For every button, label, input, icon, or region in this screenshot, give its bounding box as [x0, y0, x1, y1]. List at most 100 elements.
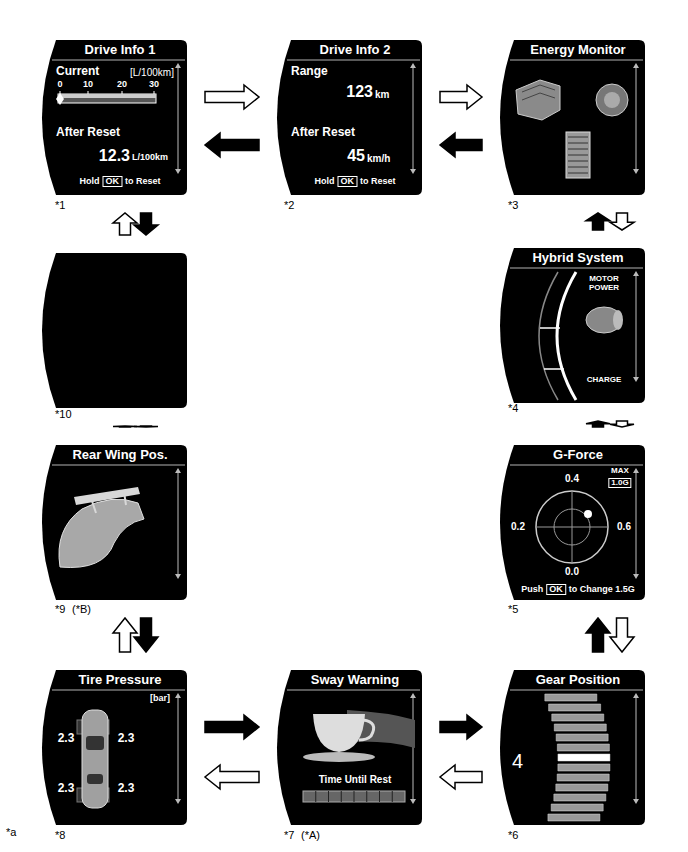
battery-cell	[568, 149, 588, 150]
screen-text: CHARGE	[587, 376, 622, 385]
screen-title: Rear Wing Pos.	[72, 448, 167, 462]
scroll-bar	[413, 696, 414, 801]
scale-tick	[88, 91, 89, 94]
screen-title: Drive Info 1	[85, 43, 156, 57]
display-screen: G-Force0.4MAX1.0G0.20.60.0PushOKto Chang…	[500, 445, 645, 600]
rest-segment	[392, 791, 393, 802]
hint-text: to Reset	[360, 177, 396, 187]
screen-text: [bar]	[150, 694, 170, 704]
power-gauge	[557, 272, 576, 400]
scroll-bar	[636, 274, 637, 379]
screen-text: 0.6	[617, 521, 631, 532]
screen-text: MOTOR POWER	[582, 275, 626, 293]
title-rule	[52, 464, 185, 466]
g-axis	[572, 491, 573, 563]
screen-text: 2.3	[58, 732, 75, 745]
callout-number: *4	[508, 402, 518, 414]
screen-title: G-Force	[553, 448, 603, 462]
motor-icon	[586, 307, 622, 333]
screen-shape	[42, 445, 187, 600]
button-key: OK	[546, 584, 566, 595]
navigation-arrow	[205, 765, 259, 789]
gear-bar	[557, 744, 609, 751]
display-screen: Tire Pressure[bar]2.32.32.32.3	[42, 670, 187, 825]
windshield	[86, 736, 104, 750]
rear-wing	[74, 487, 140, 505]
scroll-arrow	[410, 693, 416, 698]
scale-tick	[60, 91, 61, 94]
gauge-tick	[544, 368, 564, 370]
gear-bar	[551, 804, 603, 811]
screen-text: 30	[149, 80, 159, 90]
battery-cell	[568, 143, 588, 144]
screen-text: 0.0	[565, 566, 579, 577]
screen-text: 2.3	[118, 782, 135, 795]
screen-outline	[277, 670, 422, 825]
screen-title: Energy Monitor	[530, 43, 625, 57]
wing-stay	[92, 492, 126, 513]
hint-text: Push	[521, 585, 543, 595]
navigation-arrow	[134, 213, 158, 235]
gear-bar	[556, 734, 608, 741]
scroll-bar	[178, 66, 179, 171]
screen-text: 20	[117, 80, 127, 90]
gauge-tick	[540, 327, 560, 329]
gear-bar	[554, 794, 606, 801]
navigation-arrow	[134, 618, 158, 652]
screen-hint: HoldOKto Reset	[79, 176, 160, 187]
g-ball	[584, 510, 592, 518]
callout-number: (*A)	[301, 829, 320, 841]
gear-bar	[552, 714, 604, 721]
navigation-arrow	[205, 85, 259, 109]
scroll-arrow	[633, 693, 639, 698]
hint-text: to Change 1.5G	[569, 585, 635, 595]
navigation-arrow	[205, 715, 259, 739]
scroll-arrow	[633, 169, 639, 174]
display-screen: Rear Wing Pos.	[42, 445, 187, 600]
navigation-arrow	[440, 133, 482, 157]
navigation-arrow	[440, 85, 482, 109]
screen-text: [L/100km]	[130, 67, 174, 78]
screen-title: Tire Pressure	[79, 673, 162, 687]
screen-text: Range	[291, 65, 328, 78]
hint-text: to Reset	[125, 177, 161, 187]
screen-text: 1.0G	[608, 478, 631, 488]
motor-hub	[604, 92, 620, 108]
callout-number: *a	[6, 826, 16, 838]
callout-number: *8	[55, 829, 65, 841]
scroll-arrow	[633, 799, 639, 804]
navigation-arrow	[610, 213, 634, 230]
screen-title: Hybrid System	[532, 251, 623, 265]
battery-icon	[566, 132, 590, 178]
screen-title: Drive Info 2	[320, 43, 391, 57]
display-screen: Gear Position4	[500, 670, 645, 825]
screen-text: km	[375, 89, 389, 100]
screen-text: 2.3	[58, 782, 75, 795]
title-rule	[510, 464, 643, 466]
screen-text: L/100km	[132, 153, 168, 163]
car-top	[82, 710, 108, 808]
screen-text: km/h	[367, 153, 390, 164]
fuel-bar	[58, 94, 156, 103]
navigation-arrow	[113, 426, 137, 427]
battery-cell	[568, 137, 588, 138]
navigation-arrow	[610, 618, 634, 652]
gear-bar	[557, 774, 609, 781]
callout-number: *5	[508, 603, 518, 615]
screen-text: 10	[83, 80, 93, 90]
screen-outline	[500, 670, 645, 825]
hint-text: Hold	[314, 177, 334, 187]
scroll-bar	[178, 471, 179, 576]
rest-segment	[354, 791, 355, 802]
navigation-arrow	[440, 765, 482, 789]
battery-cell	[568, 173, 588, 174]
screen-title: Gear Position	[536, 673, 621, 687]
battery-cell	[568, 167, 588, 168]
screen-outline	[42, 670, 187, 825]
screen-text: 123	[346, 83, 373, 101]
g-circle	[536, 491, 608, 563]
cup-icon	[313, 714, 365, 752]
display-screen: Hybrid SystemMOTOR POWER CHARGE	[500, 248, 645, 403]
display-screen: Drive Info 1Current[L/100km]0102030After…	[42, 40, 187, 195]
screen-shape	[42, 253, 187, 408]
